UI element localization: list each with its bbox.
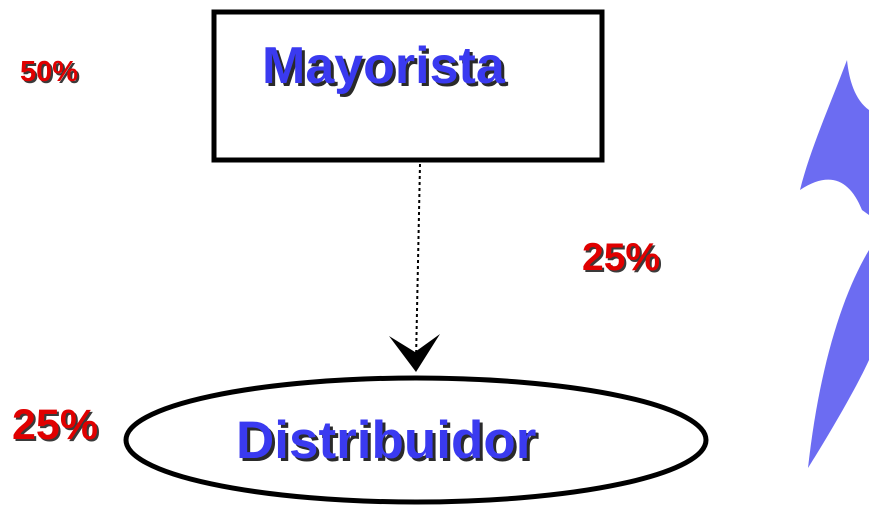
crescent-arrow-bottom-shape	[808, 250, 869, 468]
percent-label-top-left: 50%	[20, 56, 79, 88]
percent-label-middle-right: 25%	[582, 236, 661, 279]
crescent-arrow-top-shape	[800, 60, 869, 215]
percent-label-bottom-left: 25%	[12, 401, 99, 449]
arrow-head-icon	[389, 334, 440, 372]
connector-line	[415, 163, 421, 361]
mayorista-label: Mayorista	[262, 37, 505, 95]
mayorista-box	[211, 9, 605, 163]
distribuidor-label: Distribuidor	[236, 411, 537, 470]
distribuidor-ellipse	[123, 375, 709, 505]
